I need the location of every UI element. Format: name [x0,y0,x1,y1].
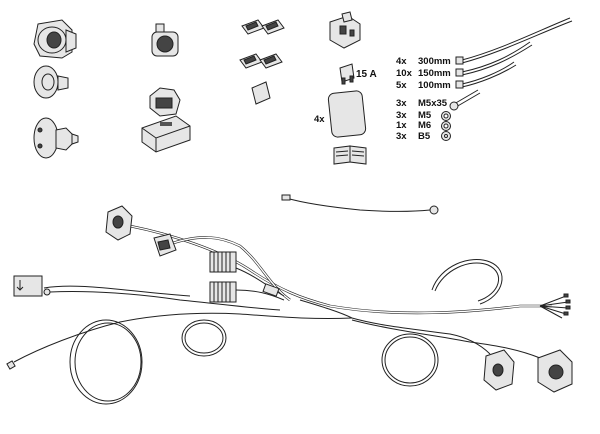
right-lamp-connector-icon [483,349,515,391]
ground-wire-icon [281,194,439,215]
control-module-icon [141,115,191,153]
pin-connector-1-icon [209,251,237,273]
tie-qty-3: 5x [396,80,407,91]
tie-qty-1: 4x [396,56,407,67]
connector-housing-icon [149,87,181,117]
tie-qty-2: 10x [396,68,413,79]
tail-light-connector-icon [105,205,133,241]
tie-size-2: 150mm [418,68,451,79]
hw-qty-1: 3x [396,98,407,109]
wire-coil-middle-icon [181,319,227,357]
manual-book-icon [333,145,367,165]
ground-terminal-icon [13,275,281,311]
wire-coil-right-icon [381,333,439,387]
side-connector-icon [153,233,177,257]
adhesive-pads-icon [239,19,285,105]
hw-size-2: M5 [418,110,432,121]
right-plug-connector-icon [537,349,573,393]
tie-size-3: 100mm [418,80,451,91]
tie-size-1: 300mm [418,56,451,67]
hw-size-1: M5x35 [418,98,448,109]
wire-coil-top-right-icon [431,259,503,305]
rubber-pad-icon [327,90,367,138]
fuse-rating-label: 15 A [356,69,377,80]
fuse-icon [339,63,355,85]
relay-icon [329,11,361,49]
bolt-icon [449,89,481,111]
vehicle-connector-icon [151,23,179,57]
cable-ties-icon [455,17,573,89]
nut-m5-icon [441,111,451,121]
hw-size-3: M6 [418,120,431,131]
hw-qty-3: 1x [396,120,407,131]
rubber-seal-icon [33,65,69,99]
pad-qty-label: 4x [314,114,325,125]
pin-connector-2-icon [209,281,237,303]
wire-coil-left-icon [69,319,143,405]
grommet-plate-icon [33,117,79,159]
wire-ends-right-icon [539,293,571,319]
trailer-socket-icon [33,19,77,59]
wire-end-icon [6,312,353,370]
main-harness-icon [129,224,552,319]
washer-b5-icon [441,131,451,141]
right-branch-icon [351,317,541,359]
hw-size-4: B5 [418,131,431,142]
hw-qty-4: 3x [396,131,407,142]
hw-qty-2: 3x [396,110,407,121]
nut-m6-icon [441,121,451,131]
inline-clip-icon [262,283,280,297]
